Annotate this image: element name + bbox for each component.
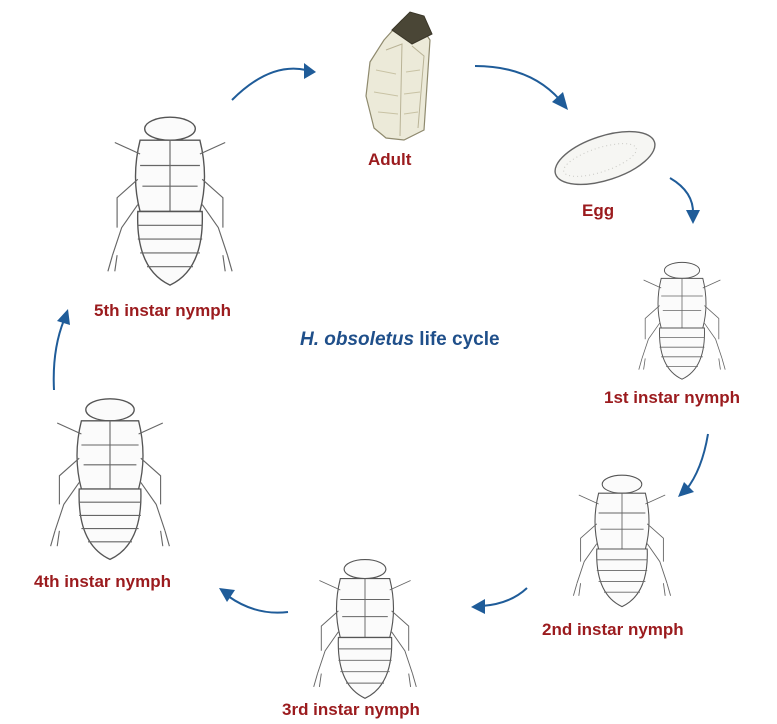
adult-illustration (366, 12, 432, 140)
nymph-3-illustration (314, 560, 417, 699)
nymph-5-illustration (108, 117, 232, 285)
arrow-egg-to-1st (670, 178, 700, 224)
arrow-1st-to-2nd (678, 434, 708, 497)
stage-label-adult: Adult (368, 150, 411, 170)
arrow-5th-to-adult (232, 63, 316, 100)
species-name: H. obsoletus (300, 329, 414, 350)
nymph-1-illustration (639, 262, 725, 379)
title-suffix: life cycle (419, 329, 499, 350)
egg-illustration (549, 121, 662, 195)
arrow-3rd-to-4th (219, 588, 288, 613)
stage-label-3rd-instar: 3rd instar nymph (282, 700, 420, 720)
arrow-4th-to-5th (54, 309, 70, 390)
arrow-2nd-to-3rd (471, 588, 527, 614)
stage-label-egg: Egg (582, 201, 614, 221)
arrow-adult-to-egg (475, 66, 568, 110)
stage-label-1st-instar: 1st instar nymph (604, 388, 740, 408)
stage-label-5th-instar: 5th instar nymph (94, 301, 231, 321)
stage-label-4th-instar: 4th instar nymph (34, 572, 171, 592)
stage-label-2nd-instar: 2nd instar nymph (542, 620, 684, 640)
nymph-2-illustration (573, 475, 670, 606)
nymph-4-illustration (51, 399, 170, 560)
diagram-title: H. obsoletus life cycle (300, 329, 500, 351)
